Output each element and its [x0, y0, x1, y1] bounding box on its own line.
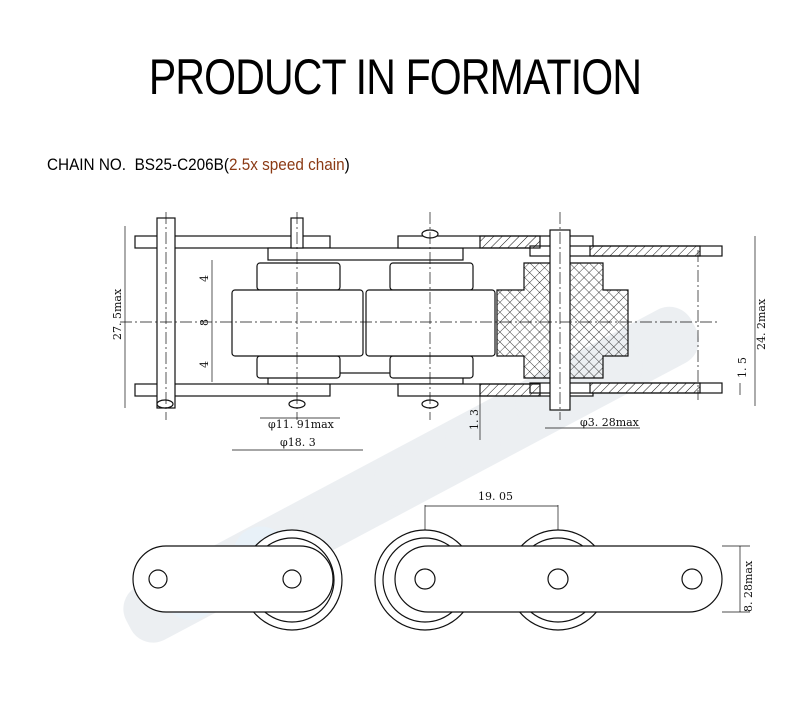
dim-roller-bottom: 4 — [198, 361, 211, 368]
dim-pitch: 19. 05 — [478, 490, 513, 503]
speed-note: 2.5x speed chain — [228, 155, 345, 174]
chain-number: CHAIN NO. BS25-C206B(2.5x speed chain) — [47, 155, 350, 175]
dim-roller-top: 4 — [198, 275, 211, 282]
dim-pin-dia: φ3. 28max — [580, 416, 640, 429]
dim-inner-width: 24. 2max — [755, 298, 768, 350]
paren: ( — [223, 155, 229, 174]
dim-overall-width: 27. 5max — [111, 288, 124, 340]
dim-bush-dia: φ11. 91max — [268, 418, 335, 431]
top-view — [120, 212, 756, 451]
side-view — [132, 505, 750, 631]
paren: ) — [344, 155, 350, 174]
dim-plate-thickness-outer: 1. 5 — [736, 357, 749, 378]
dim-plate-height: 8. 28max — [742, 560, 755, 612]
chain-label: CHAIN NO. — [47, 155, 127, 174]
dim-plate-thickness-inner: 1. 3 — [468, 409, 481, 430]
chain-code: BS25-C206B — [134, 155, 224, 174]
dim-roller-mid: 8 — [198, 319, 211, 326]
dim-roller-dia: φ18. 3 — [280, 436, 316, 449]
page-title: PRODUCT IN FORMATION — [148, 49, 642, 105]
